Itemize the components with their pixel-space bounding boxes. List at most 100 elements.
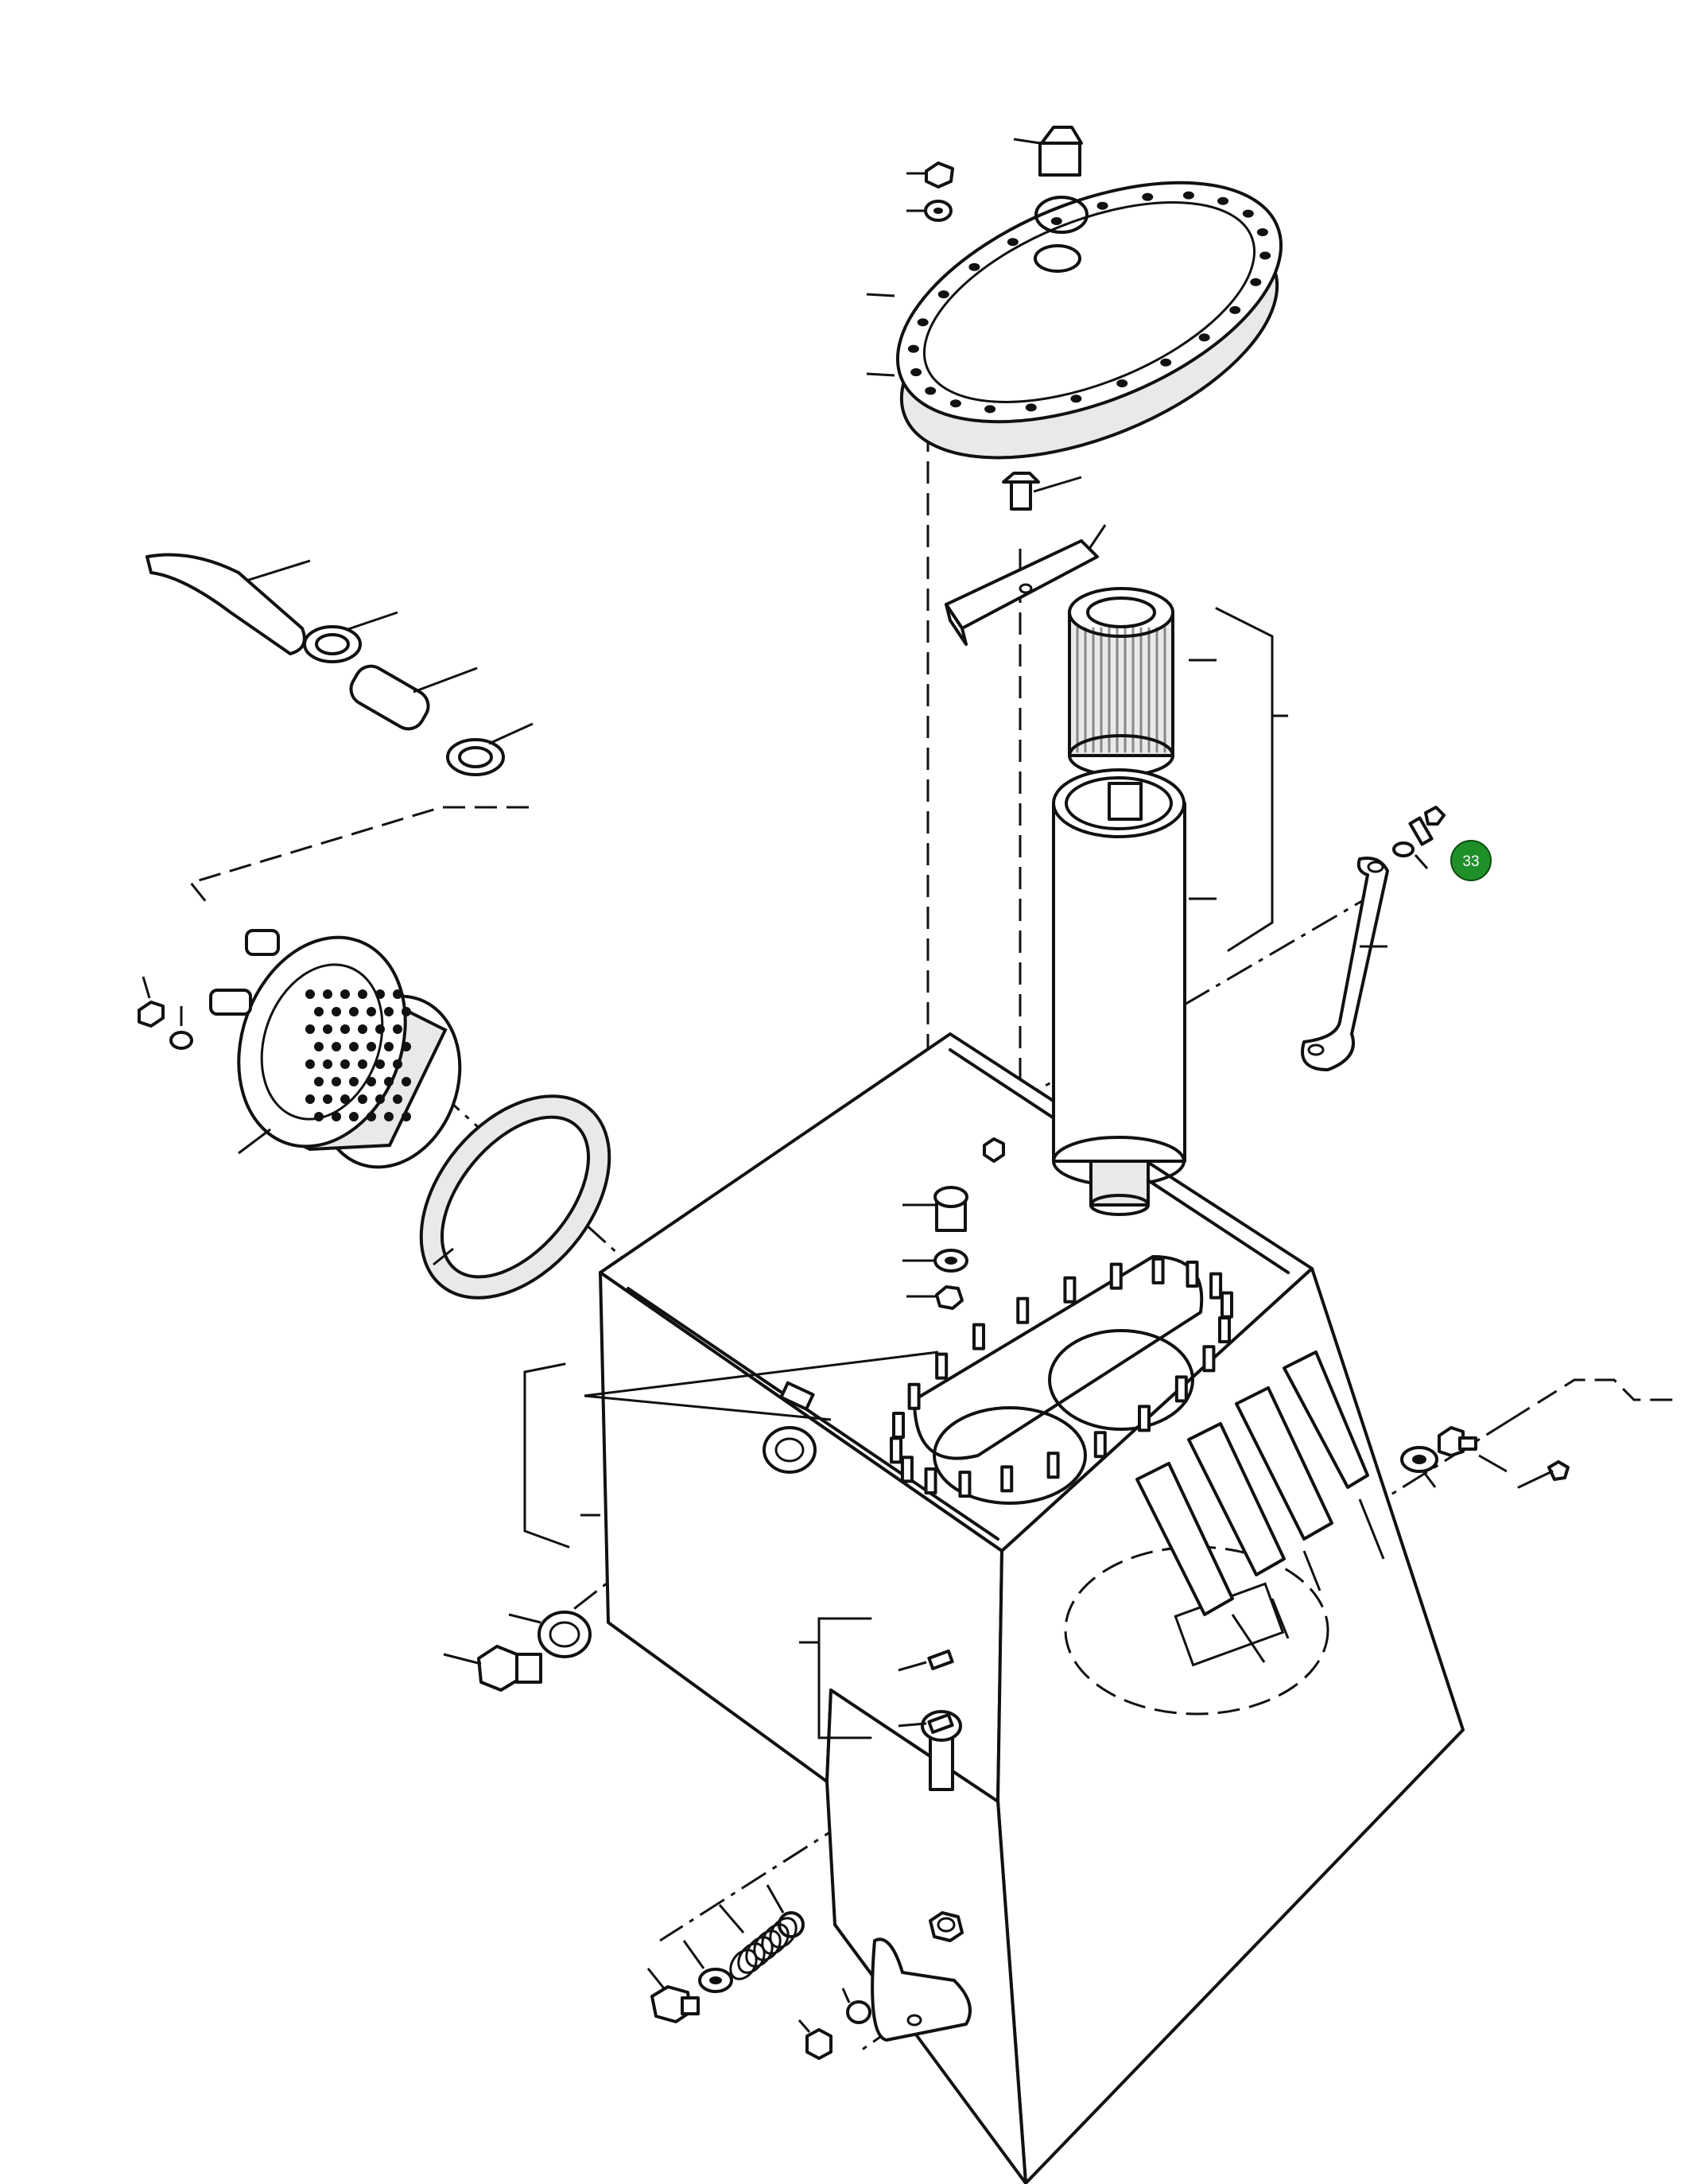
stud <box>1151 1257 1165 1284</box>
bottom-bracket <box>871 1911 972 2042</box>
cover-hole <box>1242 209 1254 218</box>
stud <box>924 1467 937 1494</box>
perforation <box>367 1077 376 1086</box>
perforation <box>349 1007 359 1016</box>
stud <box>1202 1345 1216 1373</box>
stud <box>1209 1272 1223 1300</box>
angle-bracket <box>945 472 1107 646</box>
cover-nut-washer <box>866 138 1041 377</box>
perforation <box>314 1007 324 1016</box>
cover-hole <box>949 399 961 408</box>
cover-hole <box>1025 403 1037 412</box>
stud <box>1063 1276 1077 1304</box>
perforation <box>358 1059 367 1069</box>
perforation <box>305 1024 315 1034</box>
perforation <box>349 1112 359 1121</box>
perforation <box>375 1024 385 1034</box>
perforation <box>367 1042 376 1051</box>
perforation <box>393 1094 402 1104</box>
perforation <box>323 1094 332 1104</box>
perforation <box>314 1077 324 1086</box>
cover-hole <box>1096 201 1108 210</box>
opening-nut-washer <box>902 1137 1005 1310</box>
sight-gauge-plates <box>1135 1350 1385 1663</box>
stud <box>972 1323 985 1350</box>
cover-hole <box>1250 278 1262 286</box>
cover-hole <box>910 368 922 377</box>
perforation <box>314 1042 324 1051</box>
tank-top-opening <box>890 1255 1233 1505</box>
perforation <box>358 1024 367 1034</box>
retaining-strap <box>1301 857 1389 1071</box>
stud <box>1046 1451 1060 1479</box>
callout-badge-label: 33 <box>1462 853 1479 870</box>
perforation <box>305 1059 315 1069</box>
cover-hole <box>1198 333 1210 342</box>
stud <box>1000 1465 1014 1493</box>
stud <box>907 1382 921 1410</box>
cover-hole <box>907 344 919 353</box>
cover-hole <box>1217 196 1229 205</box>
stud <box>1218 1316 1231 1343</box>
perforation <box>340 1094 350 1104</box>
perforation <box>332 1007 341 1016</box>
stud <box>892 1412 905 1439</box>
perforation <box>384 1007 394 1016</box>
perforation <box>402 1112 411 1121</box>
stud <box>1016 1296 1030 1324</box>
filter-housing <box>1052 659 1217 1216</box>
cover-hole <box>925 387 937 395</box>
stud <box>1138 1405 1151 1432</box>
cover-hole <box>1182 191 1194 200</box>
suction-hose-assembly <box>146 553 534 776</box>
perforation <box>393 1059 402 1069</box>
strap-bolt <box>1392 806 1446 869</box>
cover-hole <box>1142 192 1154 201</box>
stud <box>935 1352 949 1380</box>
perforation <box>332 1077 341 1086</box>
perforation <box>402 1077 411 1086</box>
cover-hole <box>1050 217 1062 226</box>
cover-hole <box>937 290 949 299</box>
cover-hole <box>1256 227 1268 236</box>
perforation <box>393 1024 402 1034</box>
strainer-gasket <box>419 1094 611 1300</box>
cover-hole <box>917 318 929 327</box>
tank-group-bracket <box>523 1350 939 1549</box>
perforation <box>332 1042 341 1051</box>
perforation <box>323 1059 332 1069</box>
cover-hole <box>1070 394 1082 403</box>
perforation <box>349 1042 359 1051</box>
perforation <box>305 989 315 999</box>
perforation <box>340 989 350 999</box>
mounting-screws <box>799 1617 962 1791</box>
stud <box>958 1471 972 1498</box>
stud <box>1093 1431 1107 1459</box>
perforation <box>402 1042 411 1051</box>
perforation <box>323 989 332 999</box>
callout-badge-33[interactable]: 33 <box>1450 840 1492 881</box>
suction-strainer <box>138 929 462 1169</box>
stud <box>900 1455 914 1483</box>
stud <box>890 1436 903 1464</box>
stud <box>1220 1291 1233 1319</box>
perforation <box>384 1112 394 1121</box>
hydraulic-tank <box>599 1032 1465 2184</box>
top-cover-plate <box>895 126 1283 460</box>
perforation <box>349 1077 359 1086</box>
perforation <box>375 1094 385 1104</box>
perforation <box>402 1007 411 1016</box>
perforation <box>367 1112 376 1121</box>
perforation <box>340 1059 350 1069</box>
perforation <box>358 989 367 999</box>
drain-plug <box>443 1611 592 1692</box>
filter-element <box>1068 587 1174 777</box>
perforation <box>384 1077 394 1086</box>
stud <box>1109 1262 1123 1290</box>
perforation <box>314 1112 324 1121</box>
relief-valve-parts <box>646 1884 871 2060</box>
cover-hole <box>1160 358 1172 367</box>
drain-port <box>763 1426 817 1474</box>
cover-hole <box>968 262 980 271</box>
